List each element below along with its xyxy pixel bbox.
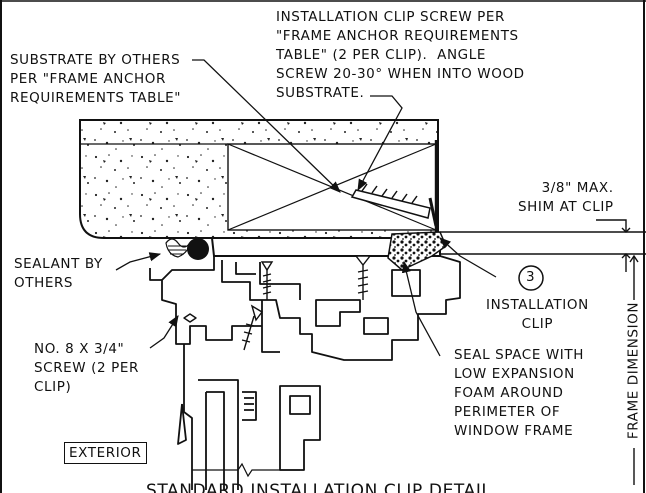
label-installation-clip: INSTALLATION CLIP	[486, 297, 589, 332]
break-line	[192, 462, 300, 478]
foam-seal	[387, 231, 447, 271]
label-clip-screw: INSTALLATION CLIP SCREW PER "FRAME ANCHO…	[276, 9, 525, 101]
label-screw: NO. 8 X 3/4" SCREW (2 PER CLIP)	[34, 341, 139, 395]
label-substrate: SUBSTRATE BY OTHERS PER "FRAME ANCHOR RE…	[10, 52, 182, 106]
label-exterior: EXTERIOR	[64, 442, 147, 464]
label-sealant: SEALANT BY OTHERS	[14, 256, 103, 291]
callout-bubble	[518, 265, 544, 291]
frame-dimension-line	[629, 254, 639, 485]
sealant-bead	[165, 238, 209, 260]
label-frame-dimension: FRAME DIMENSION	[625, 301, 642, 440]
window-frame	[149, 255, 461, 490]
shim-dimension	[440, 219, 646, 272]
label-detail-title: STANDARD INSTALLATION CLIP DETAIL	[146, 481, 492, 493]
callout-number: 3	[526, 269, 536, 285]
leader-lines	[115, 59, 497, 357]
angled-screw	[350, 183, 438, 227]
label-seal-space: SEAL SPACE WITH LOW EXPANSION FOAM AROUN…	[454, 347, 584, 439]
label-shim: 3/8" MAX. SHIM AT CLIP	[518, 180, 614, 215]
frame-screws	[241, 255, 372, 351]
